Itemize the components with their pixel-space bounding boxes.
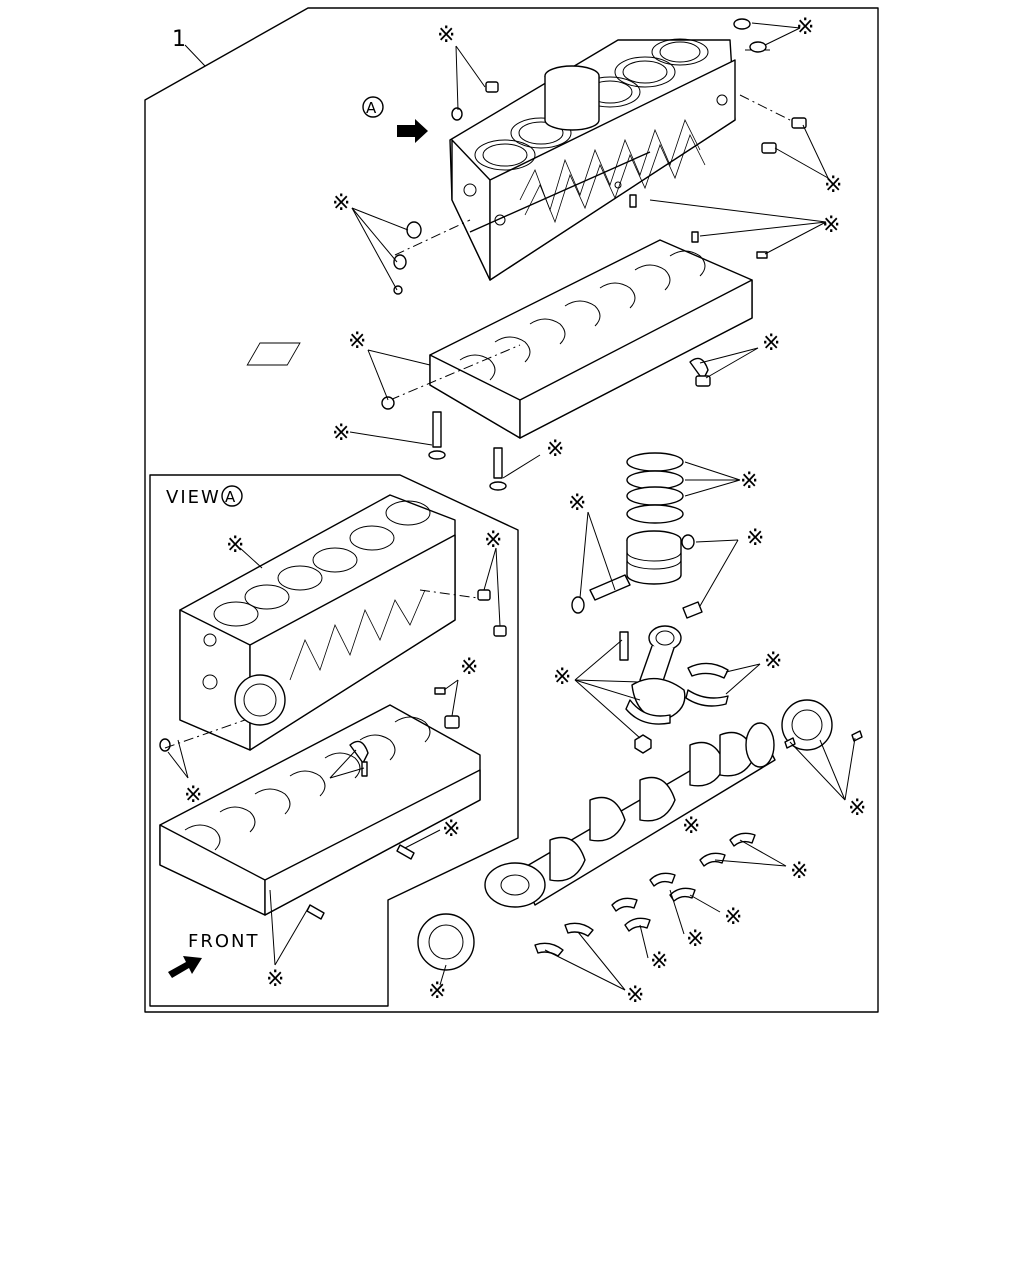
- item-number-leader: [184, 44, 206, 67]
- star-marker-icon: ※: [442, 817, 460, 842]
- star-marker-icon: ※: [546, 437, 564, 462]
- star-marker-icon: ※: [568, 491, 586, 516]
- outer-frame: [144, 7, 879, 1013]
- star-marker-icon: ※: [746, 526, 764, 551]
- star-marker-icon: ※: [437, 23, 455, 48]
- crankshaft: [484, 722, 776, 908]
- cylinder-block: [449, 38, 736, 281]
- star-marker-icon: ※: [796, 15, 814, 40]
- view-a-crankcase: [159, 704, 481, 916]
- star-marker-icon: ※: [650, 949, 668, 974]
- crankcase: [246, 239, 753, 439]
- star-marker-icon: ※: [762, 331, 780, 356]
- star-marker-icon: ※: [332, 191, 350, 216]
- callout-letter: A: [366, 99, 377, 117]
- star-marker-icon: ※: [822, 213, 840, 238]
- view-callout-letter: A: [225, 488, 236, 506]
- star-marker-icon: ※: [484, 528, 502, 553]
- fasteners-upper: [381, 18, 807, 491]
- star-marker-icon: ※: [740, 469, 758, 494]
- star-marker-icon: ※: [686, 927, 704, 952]
- star-marker-icon: ※: [626, 983, 644, 1008]
- connecting-rod: [619, 625, 729, 754]
- star-marker-icon: ※: [332, 421, 350, 446]
- star-marker-icon: ※: [460, 655, 478, 680]
- view-a-fasteners: [159, 589, 507, 920]
- star-marker-icon: ※: [226, 533, 244, 558]
- item-number: 1: [172, 27, 186, 52]
- star-marker-icon: ※: [764, 649, 782, 674]
- star-marker-icon: ※: [724, 905, 742, 930]
- piston-pin-and-clips: [571, 534, 703, 619]
- alignment-lines: [389, 49, 801, 401]
- view-a-callout: A: [362, 96, 428, 143]
- circled-letter-icon: [221, 485, 243, 507]
- view-a-inset-frame: [149, 474, 519, 1007]
- star-marker-icon: ※: [848, 796, 866, 821]
- front-label: FRONT: [188, 931, 260, 952]
- leader-lines: [349, 22, 829, 479]
- circled-letter-icon: [362, 96, 384, 118]
- piston-rings: [626, 452, 684, 524]
- piston: [626, 530, 682, 585]
- view-label: VIEW: [166, 487, 221, 508]
- star-marker-icon: ※: [184, 783, 202, 808]
- star-marker-icon: ※: [428, 979, 446, 1004]
- star-marker-icon: ※: [553, 665, 571, 690]
- crank-gears: [417, 699, 863, 971]
- crank-bearings: [534, 832, 756, 957]
- star-marker-icon: ※: [348, 329, 366, 354]
- view-a-label: VIEW A: [166, 485, 243, 508]
- star-markers: ※ ※ ※ ※ ※ ※ ※ ※ ※ ※ ※ ※ ※ ※ ※ ※ ※ ※ ※ ※ …: [184, 15, 866, 1008]
- star-marker-icon: ※: [682, 814, 700, 839]
- star-marker-icon: ※: [824, 173, 842, 198]
- piston-leaders: [579, 461, 741, 607]
- front-indicator: FRONT: [168, 931, 260, 978]
- arrow-icon: [397, 119, 428, 143]
- view-a-leaders: [167, 547, 501, 966]
- arrow-icon: [168, 956, 202, 978]
- rod-leaders: [574, 639, 761, 739]
- star-marker-icon: ※: [266, 967, 284, 992]
- crank-leaders: [439, 737, 856, 991]
- star-marker-icon: ※: [790, 859, 808, 884]
- view-a-block: [179, 494, 456, 751]
